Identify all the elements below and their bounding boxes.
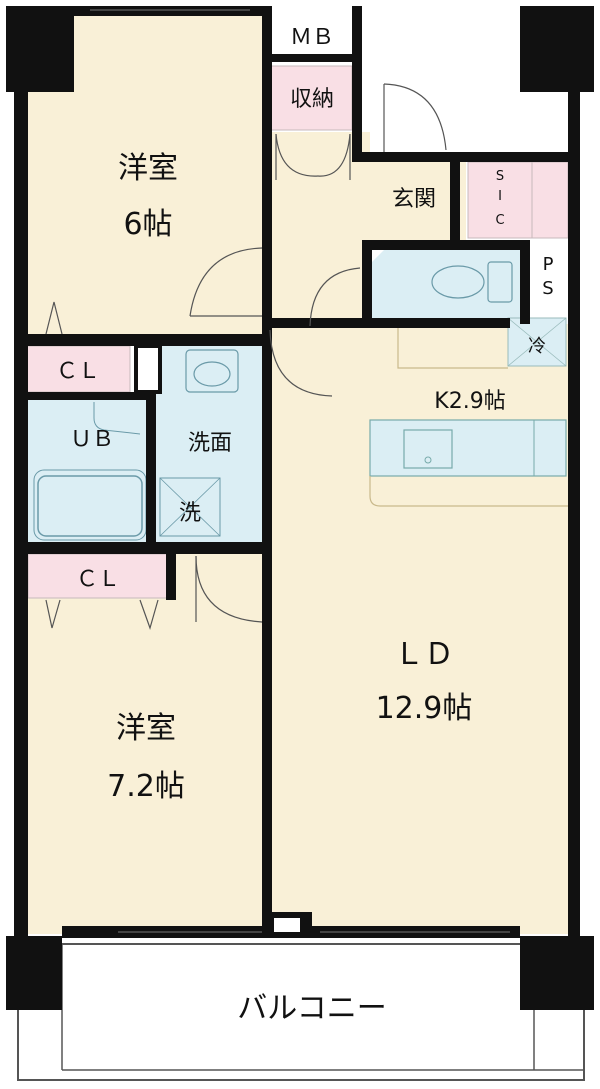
walls [6,6,594,1010]
storage-label: 収納 [290,87,334,112]
sic-label-c: C [495,213,504,228]
ps-label-s: S [542,278,553,299]
entrance-label: 玄関 [392,187,436,212]
toilet-room [372,250,520,322]
western-room-2-size: 7.2帖 [107,769,185,804]
toilet-icon [487,261,513,303]
mb-label: ＭＢ [290,25,334,50]
washbasin-icon [185,349,239,393]
balcony-label: バルコニー [237,991,386,1026]
washroom-area [154,346,266,542]
ld-floor [268,324,574,934]
washroom-label: 洗面 [188,431,232,456]
kitchen-counter [369,419,567,477]
western-room-1-size: 6帖 [123,207,172,242]
ld-name: ＬＤ [394,637,454,672]
sic-label-i: I [498,189,502,204]
fridge-label: 冷 [528,336,546,357]
ld-size: 12.9帖 [376,691,473,726]
western-room-1-name: 洋室 [118,151,178,186]
western-room-2-name: 洋室 [116,711,176,746]
washer-label: 洗 [179,501,201,526]
ps-label-p: P [543,254,554,275]
balcony-floor [17,943,585,1081]
unit-bath-label: ＵＢ [70,427,114,452]
hallway-floor [268,132,370,332]
closet-1-label: ＣＬ [56,359,100,384]
bathtub-icon [37,475,143,537]
unit-bath-area [24,400,150,542]
sic-label-s: S [496,169,504,184]
kitchen-label: K2.9帖 [434,389,505,414]
kitchen-sink-icon [403,429,453,469]
closet-2 [27,553,169,599]
closet-2-label: ＣＬ [76,567,120,592]
washer-space [159,477,221,537]
storage-cabinet [269,65,353,131]
sic-cabinet [467,161,569,239]
